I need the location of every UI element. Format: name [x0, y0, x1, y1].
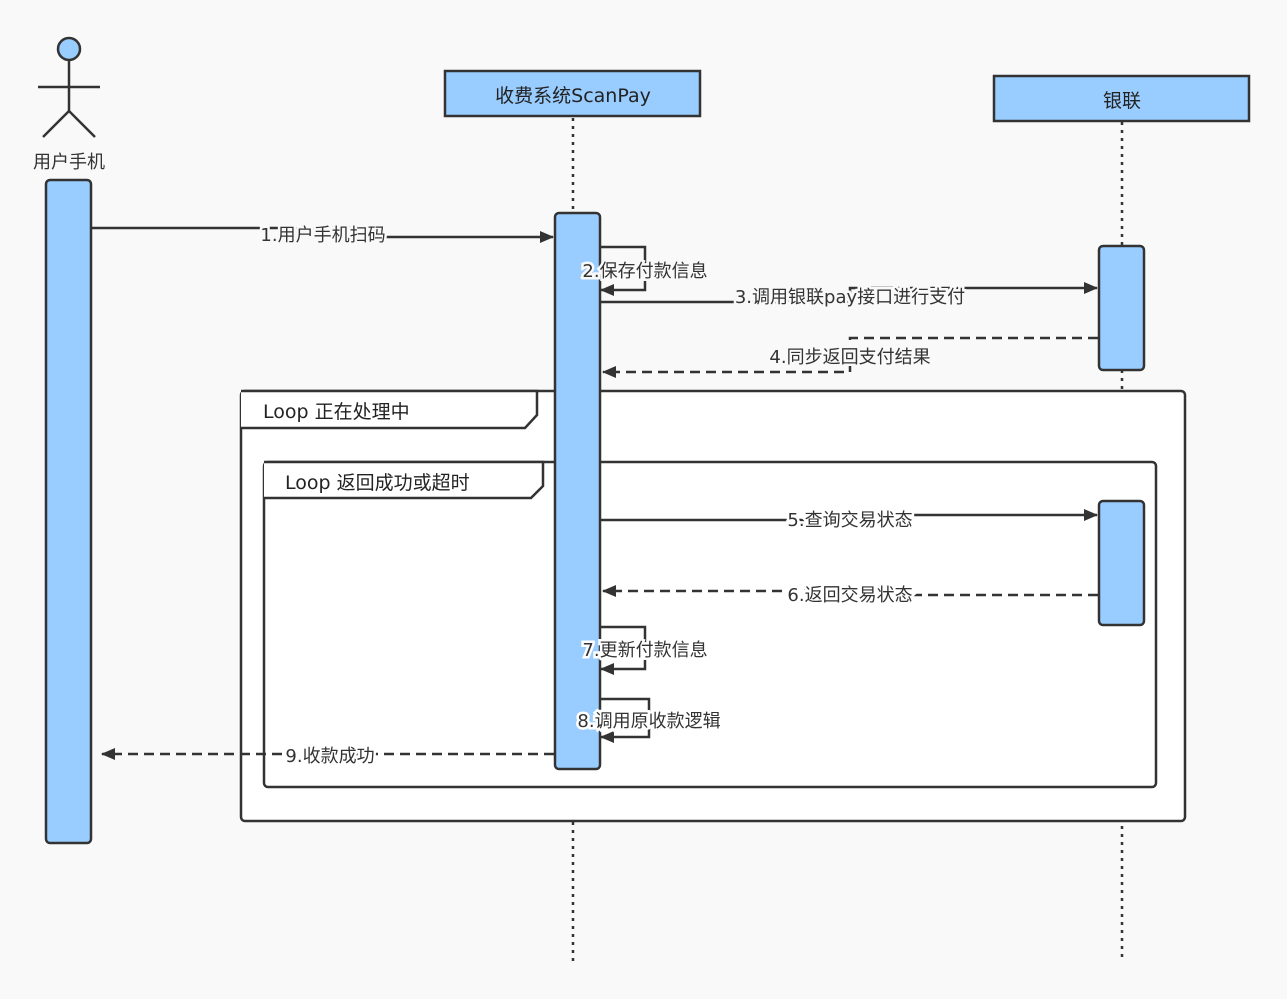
activation-unionpay-2 — [1097, 499, 1146, 627]
message-8-label: 8.调用原收款逻辑 — [577, 711, 720, 732]
message-7: 7.更新付款信息 — [580, 625, 710, 675]
participant-scanpay-label: 收费系统ScanPay — [495, 85, 651, 107]
message-3-label: 3.调用银联pay接口进行支付 — [735, 287, 965, 308]
actor-user-phone — [38, 36, 100, 138]
loop-outer-label: Loop 正在处理中 — [263, 401, 410, 423]
message-3: 3.调用银联pay接口进行支付 — [601, 282, 1098, 311]
actor-head — [56, 36, 82, 62]
participant-unionpay-label: 银联 — [1103, 90, 1141, 112]
actor-label: 用户手机 — [33, 152, 105, 173]
message-1-label: 1.用户手机扫码 — [260, 225, 385, 246]
message-4: 4.同步返回支付结果 — [602, 336, 1098, 378]
activation-user-phone — [44, 178, 93, 845]
activation-scanpay — [553, 211, 602, 771]
message-6: 6.返回交易状态 — [602, 583, 1098, 609]
participant-scanpay: 收费系统ScanPay — [443, 69, 702, 118]
activation-unionpay-1 — [1097, 244, 1146, 372]
message-4-label: 4.同步返回支付结果 — [769, 347, 930, 368]
message-2: 2.保存付款信息 — [580, 245, 710, 296]
message-5-label: 5.查询交易状态 — [787, 510, 912, 531]
message-9-label: 9.收款成功 — [285, 746, 374, 767]
message-9: 9.收款成功 — [101, 744, 554, 770]
message-1: 1.用户手机扫码 — [92, 223, 554, 249]
message-2-label: 2.保存付款信息 — [582, 261, 707, 282]
loop-inner-label: Loop 返回成功或超时 — [285, 472, 470, 494]
message-8: 8.调用原收款逻辑 — [575, 697, 723, 743]
message-7-label: 7.更新付款信息 — [582, 640, 707, 661]
message-6-label: 6.返回交易状态 — [787, 585, 912, 606]
message-5: 5.查询交易状态 — [601, 508, 1098, 534]
participant-unionpay: 银联 — [992, 74, 1251, 123]
loop-frame-inner: Loop 返回成功或超时 — [262, 460, 1158, 789]
